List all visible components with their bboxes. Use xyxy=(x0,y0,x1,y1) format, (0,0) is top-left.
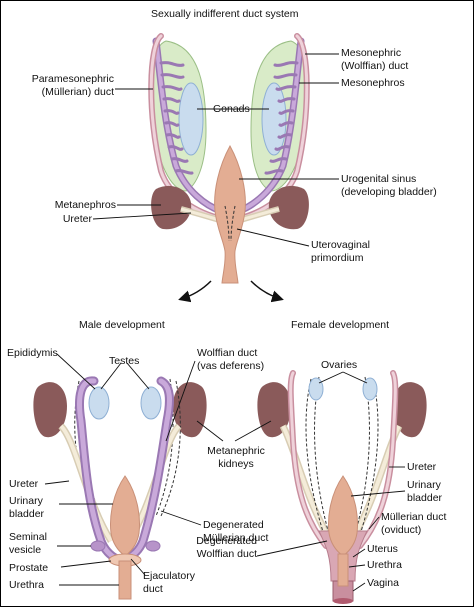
mesonephric-tubules-left xyxy=(159,61,194,175)
wolffian-duct-left-inner xyxy=(154,39,223,213)
seminal-vesicle-right xyxy=(145,540,161,552)
male-diagram xyxy=(33,376,207,600)
label-degenerated-wolffian: Degenerated Wolffian duct xyxy=(196,535,257,560)
male-urethra xyxy=(118,560,132,600)
label-testes: Testes xyxy=(109,355,140,367)
testis-right xyxy=(140,386,162,420)
female-diagram xyxy=(257,370,427,604)
label-female-urinary-bladder: Urinary bladder xyxy=(407,479,443,504)
female-kidney-right xyxy=(393,382,427,438)
metanephros-left xyxy=(151,185,192,230)
mesonephric-tubules-right xyxy=(264,61,299,175)
label-mullerian-oviduct: Müllerian duct (oviduct) xyxy=(381,511,447,536)
gonad-right xyxy=(261,82,287,156)
label-male-urethra: Urethra xyxy=(9,579,45,591)
label-ejaculatory-duct: Ejaculatory duct xyxy=(143,570,195,595)
arrow-to-male xyxy=(178,280,212,303)
uterovaginal-primordium xyxy=(224,205,236,242)
top-title: Sexually indifferent duct system xyxy=(151,8,299,20)
label-metanephric-kidneys: Metanephric kidneys xyxy=(207,445,265,470)
label-male-urinary-bladder: Urinary bladder xyxy=(9,495,45,520)
male-title: Male development xyxy=(79,319,165,331)
arrow-to-female xyxy=(250,280,284,303)
female-title: Female development xyxy=(291,319,390,331)
label-male-ureter: Ureter xyxy=(9,478,39,490)
label-vagina: Vagina xyxy=(367,577,399,589)
label-ovaries: Ovaries xyxy=(321,359,358,371)
female-bladder xyxy=(328,475,358,557)
label-female-ureter: Ureter xyxy=(407,461,437,473)
label-mesonephros: Mesonephros xyxy=(341,77,405,89)
male-kidney-right xyxy=(173,382,207,438)
male-bladder xyxy=(110,475,140,557)
label-prostate: Prostate xyxy=(9,562,49,574)
label-uterus: Uterus xyxy=(367,543,398,555)
label-female-urethra: Urethra xyxy=(367,559,403,571)
urogenital-sinus xyxy=(214,144,246,284)
female-urethra xyxy=(337,553,349,587)
mullerian-duct-left-inner xyxy=(149,34,225,221)
leader-lines xyxy=(44,53,406,592)
label-degenerated-mullerian: Degenerated Müllerian duct xyxy=(203,519,269,544)
label-urogenital-sinus: Urogenital sinus (developing bladder) xyxy=(341,173,437,198)
label-wolffian-vas-deferens: Wolffian duct (vas deferens) xyxy=(197,347,265,372)
label-seminal-vesicle: Seminal vesicle xyxy=(9,531,47,556)
label-paramesonephric-duct: Paramesonephric (Müllerian) duct xyxy=(31,73,114,98)
indifferent-stage xyxy=(148,33,310,303)
label-uterovaginal-primordium: Uterovaginal primordium xyxy=(311,239,370,264)
testis-left xyxy=(88,386,110,420)
ovary-left xyxy=(308,377,324,401)
label-epididymis: Epididymis xyxy=(7,347,58,359)
male-kidney-left xyxy=(33,382,67,438)
label-gonads: Gonads xyxy=(213,103,250,115)
mullerian-duct-right-inner xyxy=(235,34,309,221)
metanephros-right xyxy=(268,185,309,230)
gonad-left xyxy=(178,82,204,156)
ovary-right xyxy=(362,377,378,401)
label-metanephros: Metanephros xyxy=(54,199,116,211)
label-mesonephric-duct: Mesonephric (Wolffian) duct xyxy=(341,47,409,72)
vagina-opening xyxy=(333,598,353,604)
seminal-vesicle-left xyxy=(90,540,106,552)
label-ureter-top: Ureter xyxy=(62,213,92,225)
